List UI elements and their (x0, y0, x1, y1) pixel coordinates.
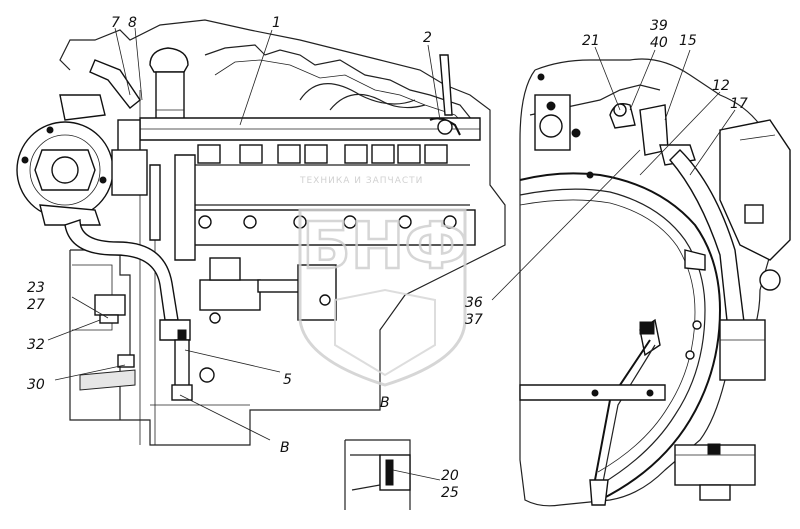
label-b-title: В (380, 395, 390, 411)
label-25: 25 (441, 485, 459, 501)
watermark-text: ТЕХНИКА И ЗАПЧАСТИ (299, 176, 423, 186)
label-1: 1 (272, 15, 281, 31)
flywheel-view (491, 46, 791, 507)
part-12-15-tube (609, 103, 746, 331)
watermark-logo: БНФ (302, 210, 468, 284)
turbocharger (16, 94, 114, 226)
injector-row (190, 144, 470, 206)
detail-view-b (344, 439, 441, 510)
label-40: 40 (650, 35, 668, 51)
label-37: 37 (465, 312, 483, 328)
label-32: 32 (27, 337, 45, 353)
fuel-pump (199, 257, 337, 383)
label-39: 39 (650, 18, 668, 34)
label-21: 21 (582, 33, 600, 49)
oil-filler-cap (149, 47, 189, 123)
engine-side-view (16, 19, 506, 446)
part-36-37-dipstick (589, 318, 661, 506)
part-5-oil-pipe (64, 154, 196, 401)
label-2: 2 (423, 30, 432, 46)
part-2-fuel-lines (299, 54, 461, 136)
label-17: 17 (730, 96, 748, 112)
label-20: 20 (441, 468, 459, 484)
callout-labels: 7 8 1 2 5 В В 23 27 32 30 20 25 36 37 21… (27, 15, 748, 501)
label-23: 23 (27, 280, 45, 296)
part-7-8-bracket (89, 59, 161, 241)
manifold (184, 209, 476, 246)
part-17-starter (719, 119, 791, 291)
watermark: ТЕХНИКА И ЗАПЧАСТИ БНФ (298, 176, 469, 387)
oil-filter (674, 319, 766, 501)
label-5: 5 (283, 372, 292, 388)
label-7: 7 (111, 15, 120, 31)
label-30: 30 (27, 377, 45, 393)
part-1-pipe (139, 117, 481, 141)
label-36: 36 (465, 295, 483, 311)
label-15: 15 (679, 33, 697, 49)
label-27: 27 (27, 297, 45, 313)
label-8: 8 (128, 15, 137, 31)
label-12: 12 (712, 78, 730, 94)
label-b-marker: В (280, 440, 290, 456)
